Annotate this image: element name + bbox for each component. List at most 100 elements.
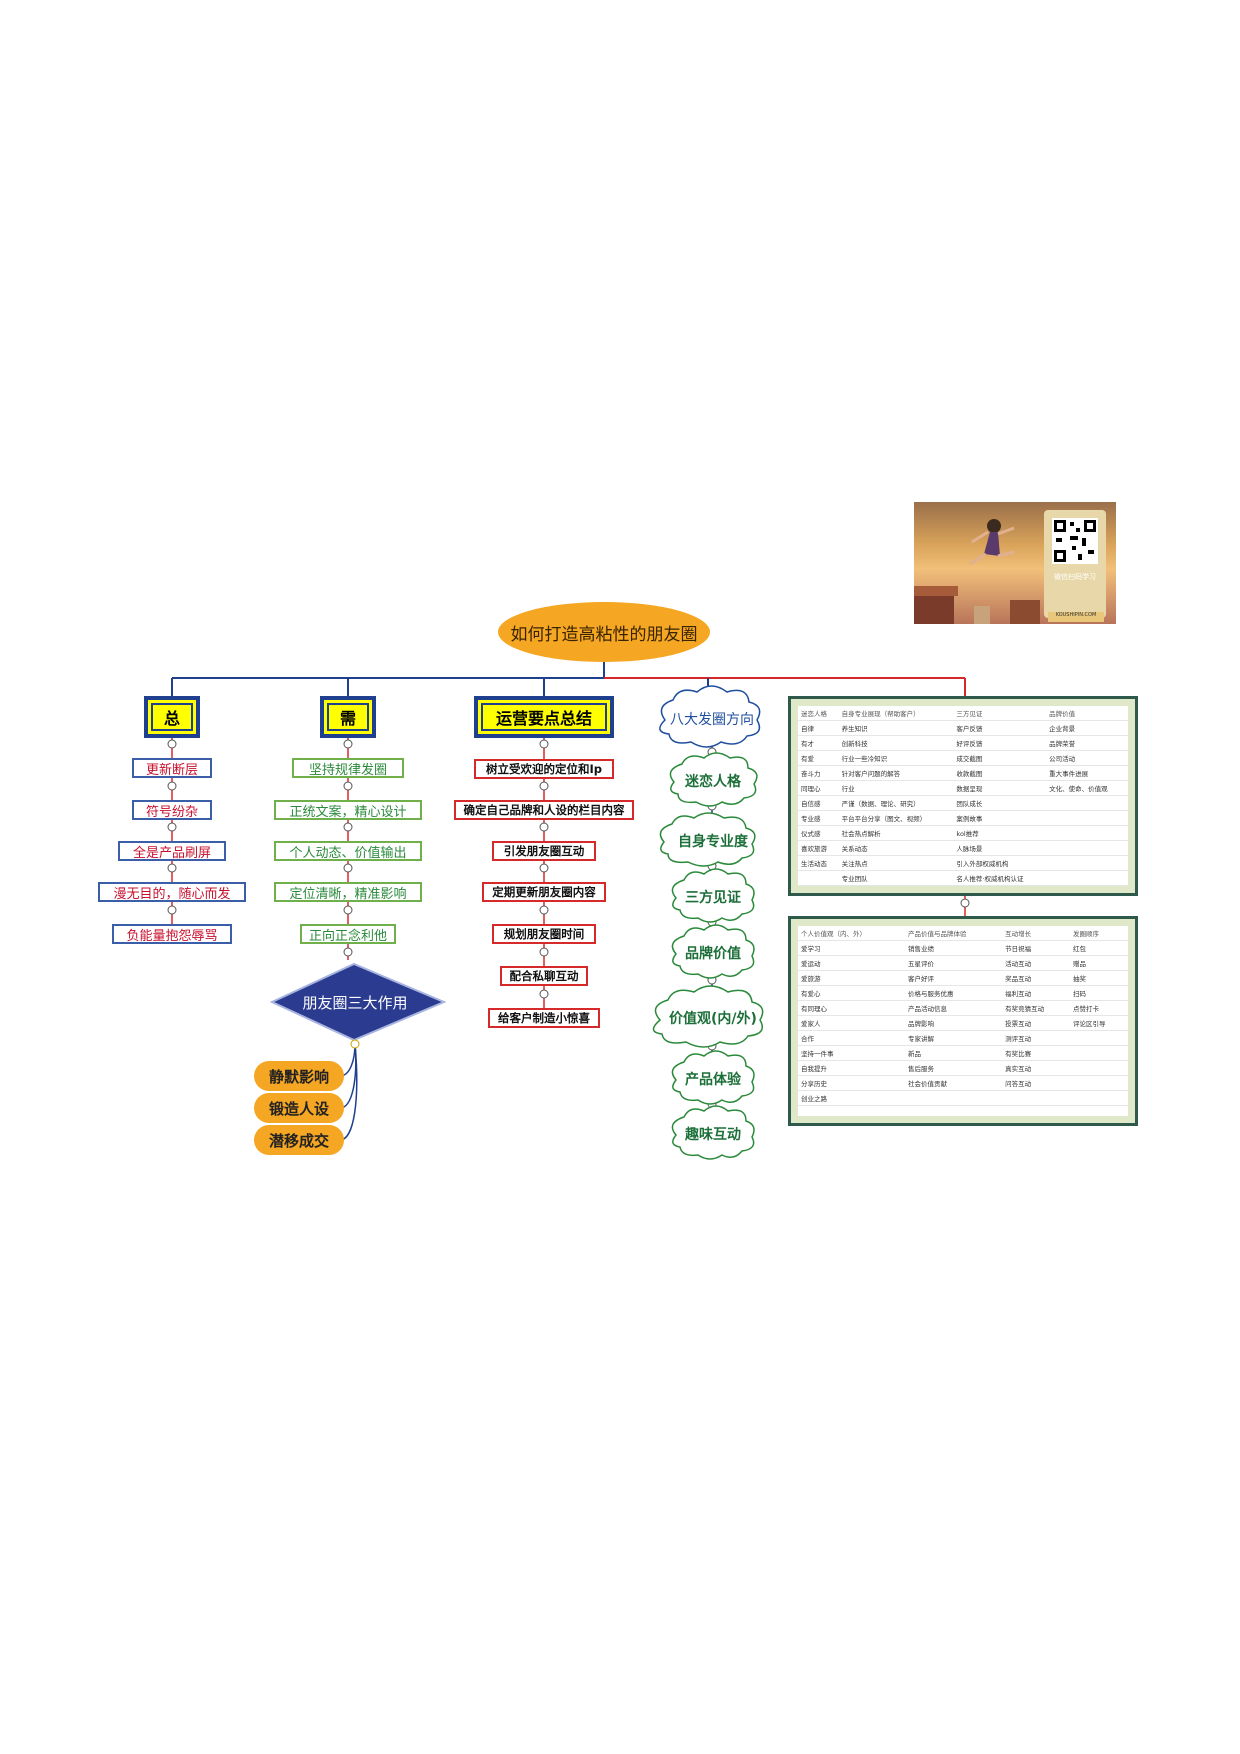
table-row: 爱旅游客户好评奖品互动抽奖	[798, 970, 1128, 986]
table-cell: 点赞打卡	[1069, 1000, 1128, 1016]
table-cell: 价格与服务优惠	[904, 985, 1003, 1001]
zong-item[interactable]: 更新断层	[132, 758, 212, 778]
table-cell: 公司活动	[1046, 750, 1128, 766]
table-cell: 好评反馈	[953, 735, 1047, 751]
table-cell: 销售业绩	[904, 940, 1003, 956]
table-cell: 有同理心	[798, 1000, 905, 1016]
table-cell: 活动互动	[1002, 955, 1070, 971]
table-cell: 成交截图	[953, 750, 1047, 766]
table-cell: 自律	[798, 720, 839, 736]
table-row: 自信感严谨（数据、理论、研究）团队成长	[798, 795, 1128, 811]
table-row: 坚持一件事新品有奖比赛	[798, 1045, 1128, 1061]
table-row: 奋斗力针对客户问题的解答收款截图重大事件进展	[798, 765, 1128, 781]
yunying-item[interactable]: 配合私聊互动	[500, 966, 588, 986]
table-row: 爱学习销售业绩节日祝福红包	[798, 940, 1128, 956]
table-cell: 赠品	[1069, 955, 1128, 971]
fangxiang-item[interactable]: 趣味互动	[685, 1127, 741, 1143]
table-cell	[1046, 855, 1128, 871]
table-cell: 品牌影响	[904, 1015, 1003, 1031]
table-cell: 有奖比赛	[1002, 1045, 1070, 1061]
table-cell: 专业感	[798, 810, 839, 826]
table-cell: 人脉场景	[953, 840, 1047, 856]
root-node[interactable]: 如何打造高粘性的朋友圈	[498, 602, 710, 662]
branch-header-yunying[interactable]: 运营要点总结	[474, 696, 614, 738]
xu-item[interactable]: 正向正念利他	[300, 924, 396, 944]
table-cell	[1002, 1090, 1070, 1106]
zong-item[interactable]: 全是产品刷屏	[118, 841, 226, 861]
table-cell: 关注热点	[838, 855, 954, 871]
table-cell	[1069, 1090, 1128, 1106]
table-row: 专业团队名人推荐·权威机构认证	[798, 870, 1128, 886]
table-header: 品牌价值	[1046, 706, 1128, 721]
zong-item[interactable]: 负能量抱怨辱骂	[112, 924, 232, 944]
table-cell: 抽奖	[1069, 970, 1128, 986]
table-cell: 五星评价	[904, 955, 1003, 971]
yunying-item[interactable]: 给客户制造小惊喜	[488, 1008, 600, 1028]
table-cell: 数据呈现	[953, 780, 1047, 796]
table-cell: 自我提升	[798, 1060, 905, 1076]
table-cell: 企业背景	[1046, 720, 1128, 736]
table-cell: 评论区引导	[1069, 1015, 1128, 1031]
xu-item[interactable]: 正统文案，精心设计	[274, 800, 422, 820]
zong-item[interactable]: 符号纷杂	[132, 800, 212, 820]
table-row: 创业之路	[798, 1090, 1128, 1106]
yunying-item[interactable]: 树立受欢迎的定位和Ip	[474, 759, 614, 779]
fangxiang-item[interactable]: 自身专业度	[678, 834, 748, 850]
table-cell: 奋斗力	[798, 765, 839, 781]
table-cell: 有奖竞猜互动	[1002, 1000, 1070, 1016]
table-cell: 客户反馈	[953, 720, 1047, 736]
xu-item[interactable]: 个人动态、价值输出	[274, 841, 422, 861]
table-cell: 福利互动	[1002, 985, 1070, 1001]
table-cell: 文化、使命、价值观	[1046, 780, 1128, 796]
table-cell: 行业一些冷知识	[838, 750, 954, 766]
table-header: 三方见证	[953, 706, 1047, 721]
table-header: 迷恋人格	[798, 706, 839, 721]
table-cell	[1069, 1030, 1128, 1046]
table-cell: 创业之路	[798, 1090, 905, 1106]
table-row: 分享历史社会价值贡献问答互动	[798, 1075, 1128, 1091]
qr-code-icon[interactable]	[1052, 518, 1098, 564]
table-row: 爱家人品牌影响投票互动评论区引导	[798, 1015, 1128, 1031]
table-cell	[1069, 1075, 1128, 1091]
table-cell: 同理心	[798, 780, 839, 796]
table-cell: 客户好评	[904, 970, 1003, 986]
branch-header-zong[interactable]: 总	[144, 696, 200, 738]
table-panel-bottom: 个人价值观（内、外） 产品价值与品牌体验 互动增长 发圈顺序 爱学习销售业绩节日…	[788, 916, 1138, 1126]
table-cell: 有才	[798, 735, 839, 751]
xu-item[interactable]: 坚持规律发圈	[292, 758, 404, 778]
promo-site: KOUSHIPIN.COM	[1048, 612, 1104, 622]
yunying-item[interactable]: 规划朋友圈时间	[492, 924, 596, 944]
branch-header-xu[interactable]: 需	[320, 696, 376, 738]
effect-pill[interactable]: 潜移成交	[254, 1125, 344, 1155]
fangxiang-item[interactable]: 价值观(内/外)	[669, 1011, 757, 1027]
fangxiang-item[interactable]: 三方见证	[685, 890, 741, 906]
table-cell: 节日祝福	[1002, 940, 1070, 956]
table-row: 合作专家讲解测评互动	[798, 1030, 1128, 1046]
table-cell	[1046, 825, 1128, 841]
fangxiang-item[interactable]: 迷恋人格	[685, 774, 741, 790]
fangxiang-item[interactable]: 品牌价值	[685, 946, 741, 962]
branch-header-fangxiang[interactable]: 八大发圈方向	[670, 712, 754, 728]
table-cell: 售后服务	[904, 1060, 1003, 1076]
table-cell	[1046, 870, 1128, 886]
table-cell: 真实互动	[1002, 1060, 1070, 1076]
table-cell	[1069, 1060, 1128, 1076]
xu-item[interactable]: 定位清晰，精准影响	[274, 882, 422, 902]
table-cell	[1046, 810, 1128, 826]
table-cell: 红包	[1069, 940, 1128, 956]
fangxiang-item[interactable]: 产品体验	[685, 1072, 741, 1088]
table-cell: 喜欢旅游	[798, 840, 839, 856]
effect-pill[interactable]: 静默影响	[254, 1061, 344, 1091]
table-cell	[1046, 795, 1128, 811]
zong-item[interactable]: 漫无目的，随心而发	[98, 882, 246, 902]
diamond-node[interactable]: 朋友圈三大作用	[302, 993, 408, 1012]
yunying-item[interactable]: 引发朋友圈互动	[492, 841, 596, 861]
table-cell: 扫码	[1069, 985, 1128, 1001]
effect-pill[interactable]: 锻造人设	[254, 1093, 344, 1123]
table-cell: 专家讲解	[904, 1030, 1003, 1046]
yunying-item[interactable]: 确定自己品牌和人设的栏目内容	[454, 800, 634, 820]
table-row: 喜欢旅游关系动态人脉场景	[798, 840, 1128, 856]
table-cell: 爱家人	[798, 1015, 905, 1031]
yunying-item[interactable]: 定期更新朋友圈内容	[482, 882, 606, 902]
